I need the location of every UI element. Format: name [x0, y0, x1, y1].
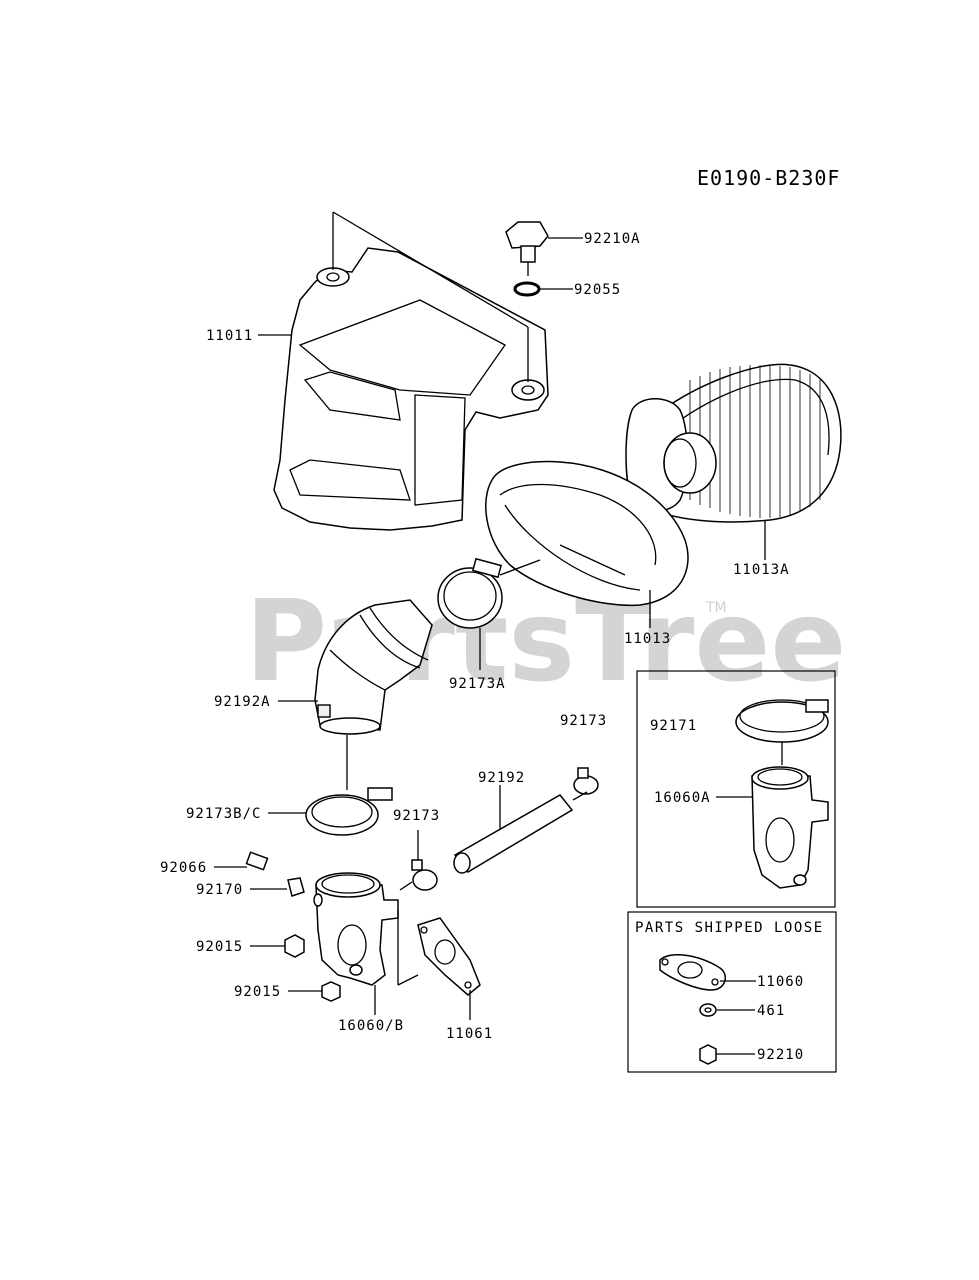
watermark-trademark: TM: [705, 600, 727, 616]
part-label-92173BC[interactable]: 92173B/C: [186, 806, 261, 822]
air-cleaner-cover[interactable]: [273, 247, 549, 531]
nut[interactable]: [699, 1044, 717, 1065]
part-label-11013A[interactable]: 11013A: [733, 562, 790, 578]
seal-washer[interactable]: [513, 281, 541, 297]
hose-clamp-small[interactable]: [411, 859, 438, 891]
diagram-code: E0190-B230F: [697, 166, 840, 190]
hose-clamp-small[interactable]: [573, 767, 599, 795]
part-label-92170[interactable]: 92170: [196, 882, 243, 898]
part-label-92066[interactable]: 92066: [160, 860, 207, 876]
part-label-92055[interactable]: 92055: [574, 282, 621, 298]
loose-box-title: PARTS SHIPPED LOOSE: [635, 920, 824, 936]
part-label-92210[interactable]: 92210: [757, 1047, 804, 1063]
nut[interactable]: [284, 934, 305, 958]
leader-line: [499, 559, 541, 576]
pipe-fitting[interactable]: [245, 851, 269, 871]
elbow-fitting[interactable]: [287, 877, 305, 897]
part-label-92173[interactable]: 92173: [560, 713, 607, 729]
part-label-92015-b[interactable]: 92015: [234, 984, 281, 1000]
part-label-92173A[interactable]: 92173A: [449, 676, 506, 692]
leader-line: [397, 974, 419, 986]
hose-clamp-medium[interactable]: [305, 787, 393, 836]
gasket[interactable]: [417, 917, 481, 996]
pre-cleaner[interactable]: [485, 460, 689, 607]
leader-line: [399, 881, 413, 891]
part-label-92015-a[interactable]: 92015: [196, 939, 243, 955]
washer[interactable]: [699, 1003, 717, 1017]
hose-clamp-large[interactable]: [437, 557, 503, 629]
part-label-92210A[interactable]: 92210A: [584, 231, 641, 247]
intake-pipe[interactable]: [313, 872, 399, 986]
part-label-16060A[interactable]: 16060A: [654, 790, 711, 806]
part-label-92171[interactable]: 92171: [650, 718, 697, 734]
part-label-16060B[interactable]: 16060/B: [338, 1018, 404, 1034]
part-label-11013[interactable]: 11013: [624, 631, 671, 647]
leader-line: [332, 211, 529, 328]
part-label-11060[interactable]: 11060: [757, 974, 804, 990]
parts-shipped-loose-box: [627, 911, 837, 1073]
breather-hose[interactable]: [453, 794, 574, 874]
wing-nut[interactable]: [505, 221, 549, 276]
leader-line: [572, 791, 588, 801]
intake-elbow[interactable]: [314, 599, 433, 735]
part-label-11011[interactable]: 11011: [206, 328, 253, 344]
hose-clamp-large[interactable]: [735, 699, 829, 743]
part-label-92192[interactable]: 92192: [478, 770, 525, 786]
part-label-11061[interactable]: 11061: [446, 1026, 493, 1042]
part-label-461[interactable]: 461: [757, 1003, 785, 1019]
air-filter-element[interactable]: [625, 363, 842, 523]
gasket[interactable]: [659, 953, 727, 991]
alternate-parts-box: [636, 670, 836, 908]
part-label-92192A[interactable]: 92192A: [214, 694, 271, 710]
intake-pipe[interactable]: [751, 766, 829, 889]
nut[interactable]: [321, 981, 341, 1002]
part-label-92173-mid[interactable]: 92173: [393, 808, 440, 824]
